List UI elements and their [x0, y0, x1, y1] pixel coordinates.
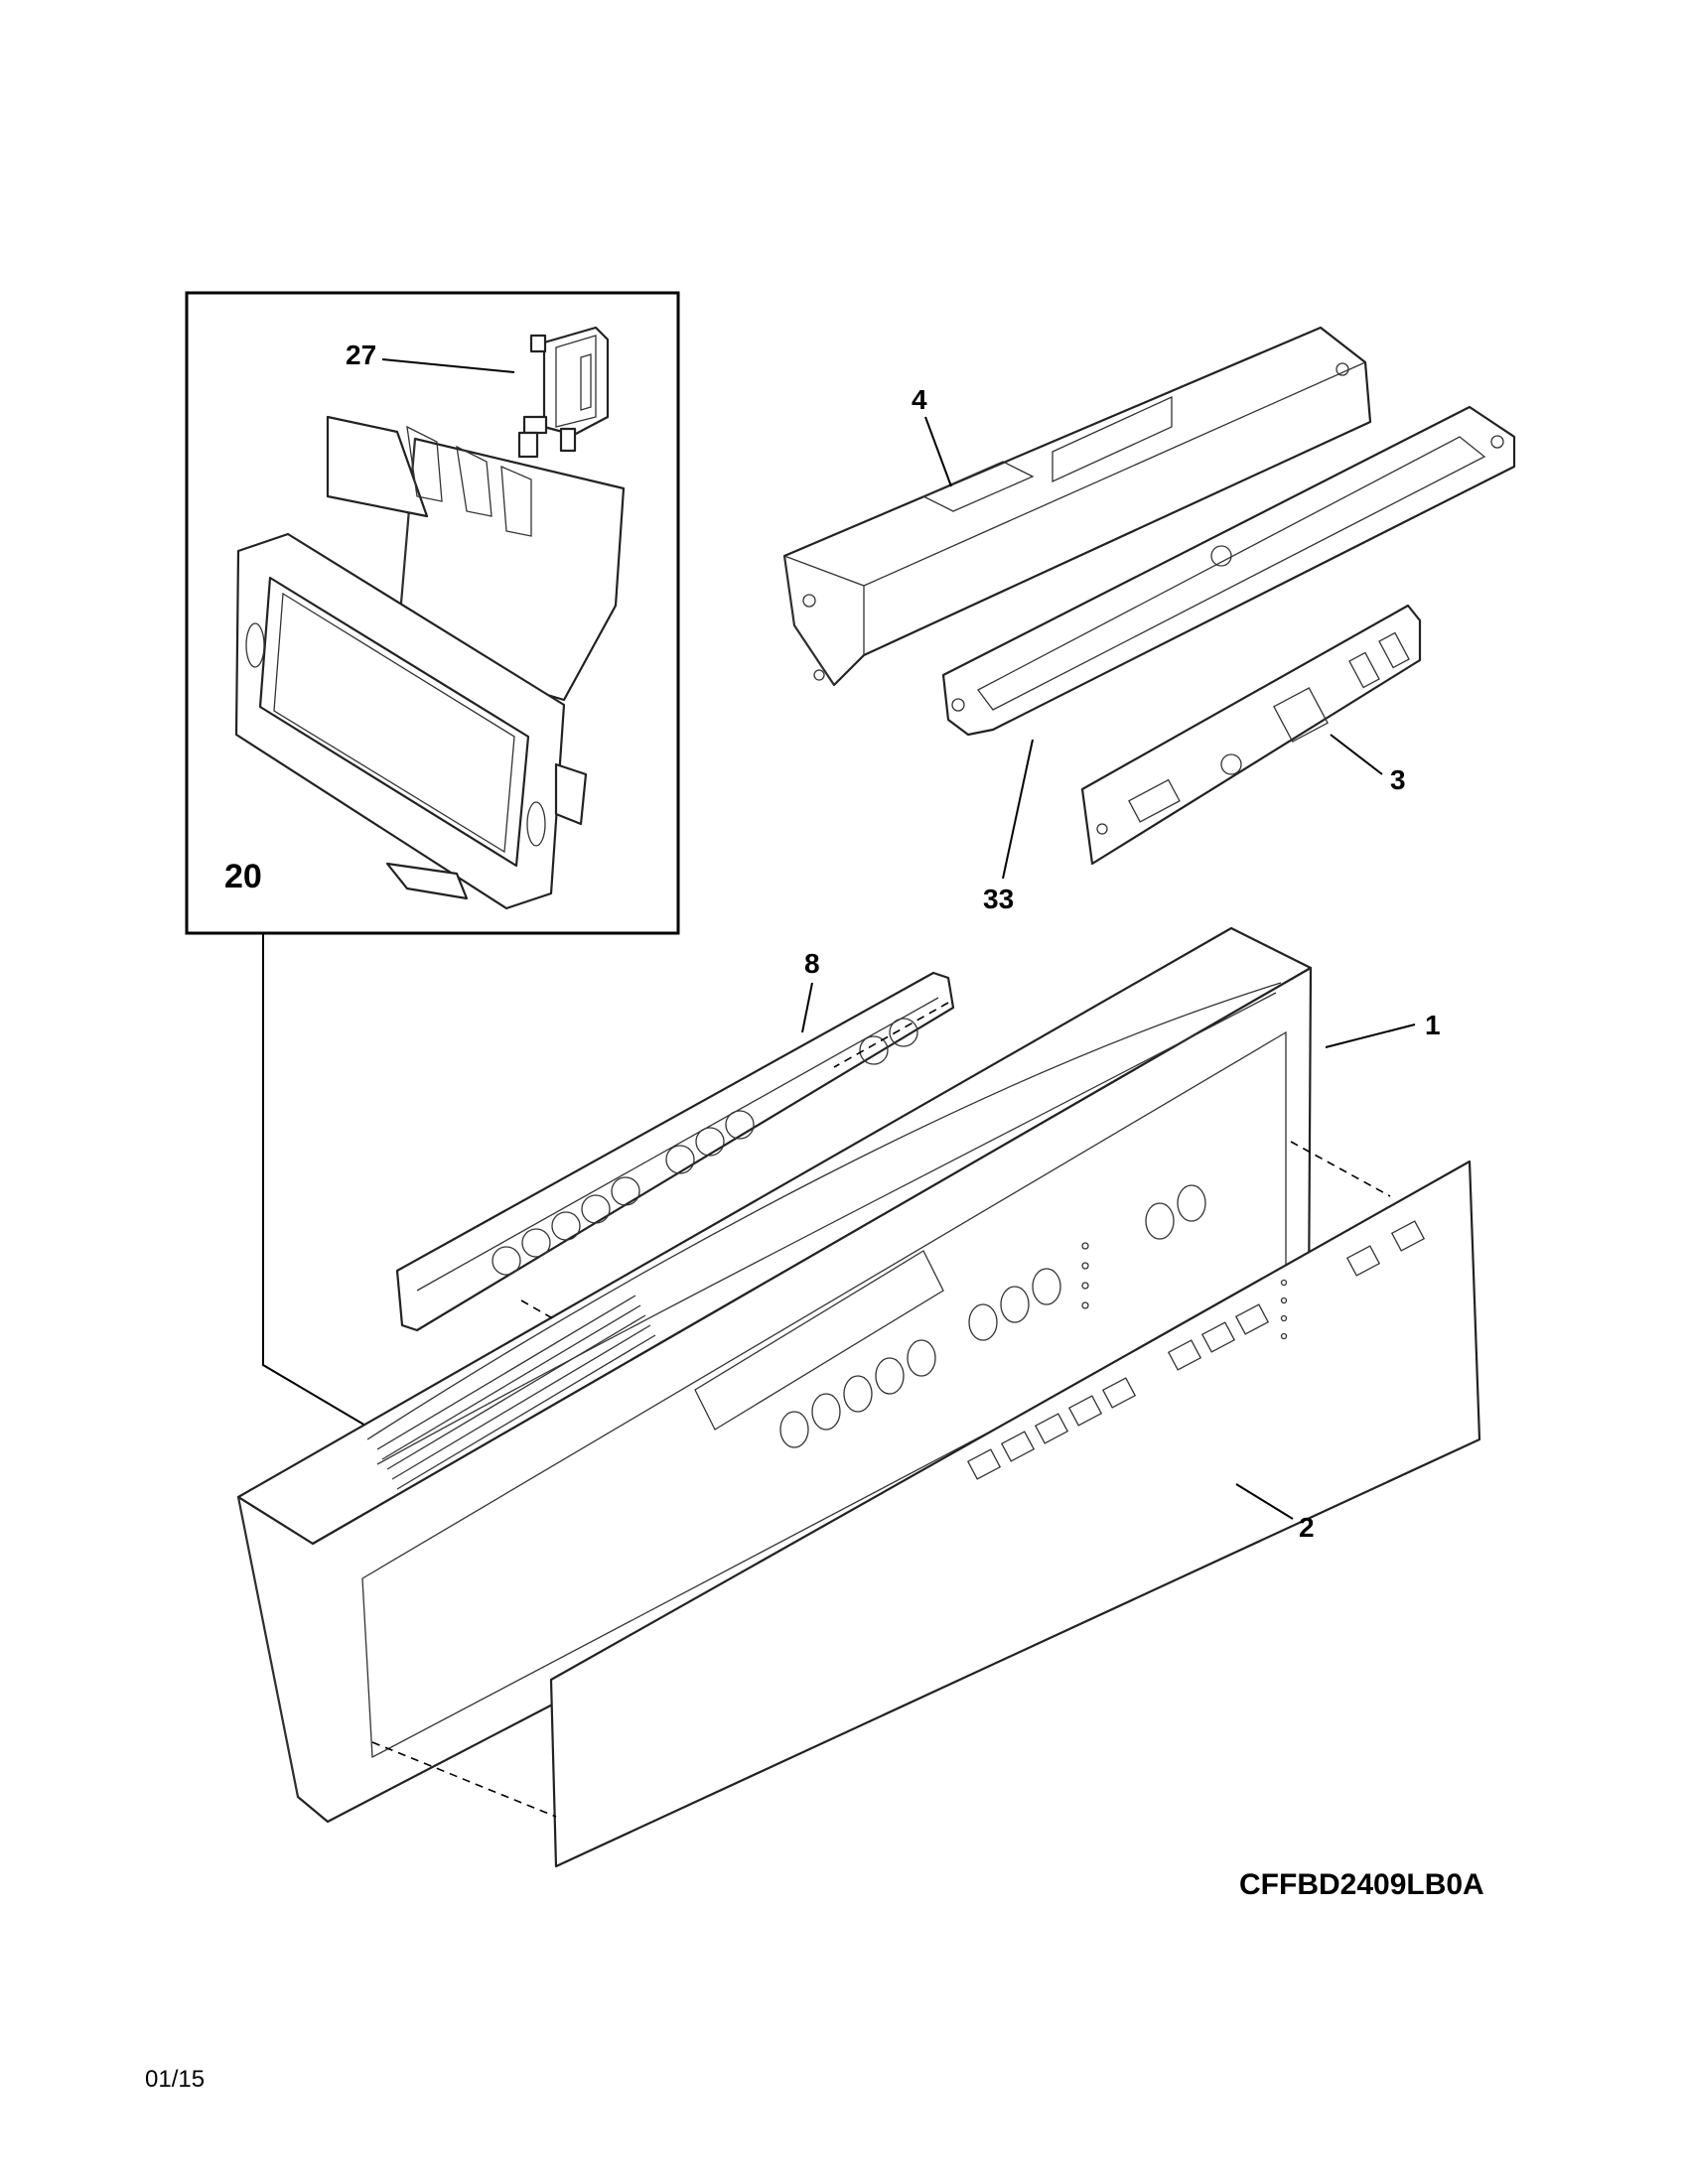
callout-2: 2: [1299, 1512, 1315, 1543]
console-vent: [376, 1295, 656, 1490]
part-20-dispenser: [234, 415, 626, 910]
callout-20: 20: [224, 858, 262, 895]
part-4-housing: [782, 326, 1372, 687]
callout-1: 1: [1425, 1010, 1441, 1040]
leader-1: [1325, 1024, 1416, 1048]
part-33-gasket: [941, 405, 1516, 737]
overlay-led-dots: [1280, 1279, 1288, 1340]
callout-4: 4: [912, 384, 927, 415]
leader-4: [924, 416, 952, 487]
part-2-overlay: [549, 1160, 1481, 1868]
assembly-dash-lines: [371, 1002, 1391, 1818]
callout-3: 3: [1390, 764, 1406, 795]
part-3-board: [1080, 604, 1422, 866]
inset-frame: [185, 291, 680, 935]
leader-8: [801, 982, 813, 1033]
button-board-switches: [492, 1018, 918, 1276]
part-8-button-board: [395, 971, 955, 1332]
callout-27: 27: [346, 340, 376, 370]
callout-8: 8: [804, 948, 820, 979]
console-buttons: [779, 1184, 1206, 1448]
leader-3: [1330, 734, 1383, 775]
overlay-keys: [966, 1220, 1426, 1480]
inset-connector-line: [262, 933, 373, 1431]
date-code: 01/15: [145, 2066, 205, 2093]
part-1-console: [236, 926, 1313, 1824]
leader-2: [1235, 1483, 1294, 1520]
leader-33: [1002, 739, 1034, 880]
inset-detail-box: 20 27: [185, 291, 680, 935]
leader-27: [381, 358, 515, 373]
part-27-switch: [517, 326, 610, 459]
callout-33: 33: [983, 884, 1014, 914]
model-number: CFFBD2409LB0A: [1239, 1868, 1484, 1901]
console-indicator-leds: [1081, 1242, 1089, 1309]
